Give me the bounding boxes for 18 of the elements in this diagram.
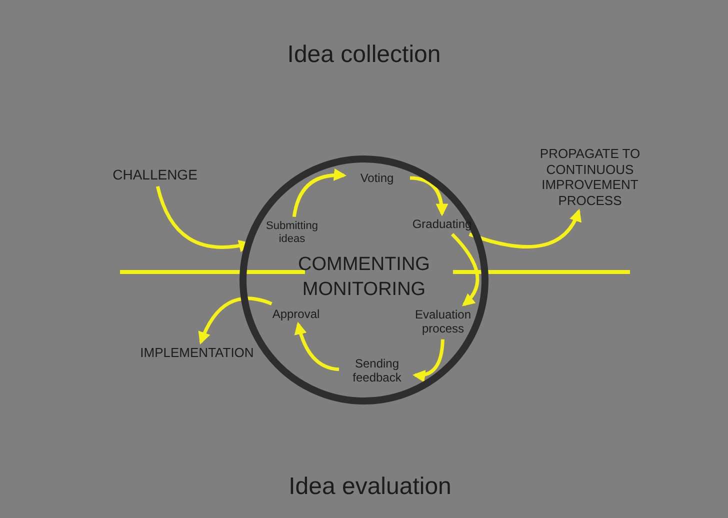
section-heading: Idea collection [287,41,441,69]
step-label: Submitting ideas [252,220,332,246]
step-label: Sending feedback [342,356,412,386]
stage-label: PROPAGATE TO CONTINUOUS IMPROVEMENT PROCESS [510,146,670,208]
step-label: Voting [347,170,407,186]
stage-label: IMPLEMENTATION [127,345,267,361]
arrow [450,233,480,306]
arrow [412,339,444,382]
section-heading: Idea evaluation [288,473,452,501]
step-label: Evaluation process [403,308,483,336]
step-label: Approval [261,306,331,322]
arrow [468,208,581,248]
arrow [198,296,272,345]
arrow [292,168,347,218]
arrow [294,322,340,372]
stage-label: CHALLENGE [100,166,210,184]
arrow [410,176,448,216]
center-text: COMMENTING MONITORING [297,252,431,302]
